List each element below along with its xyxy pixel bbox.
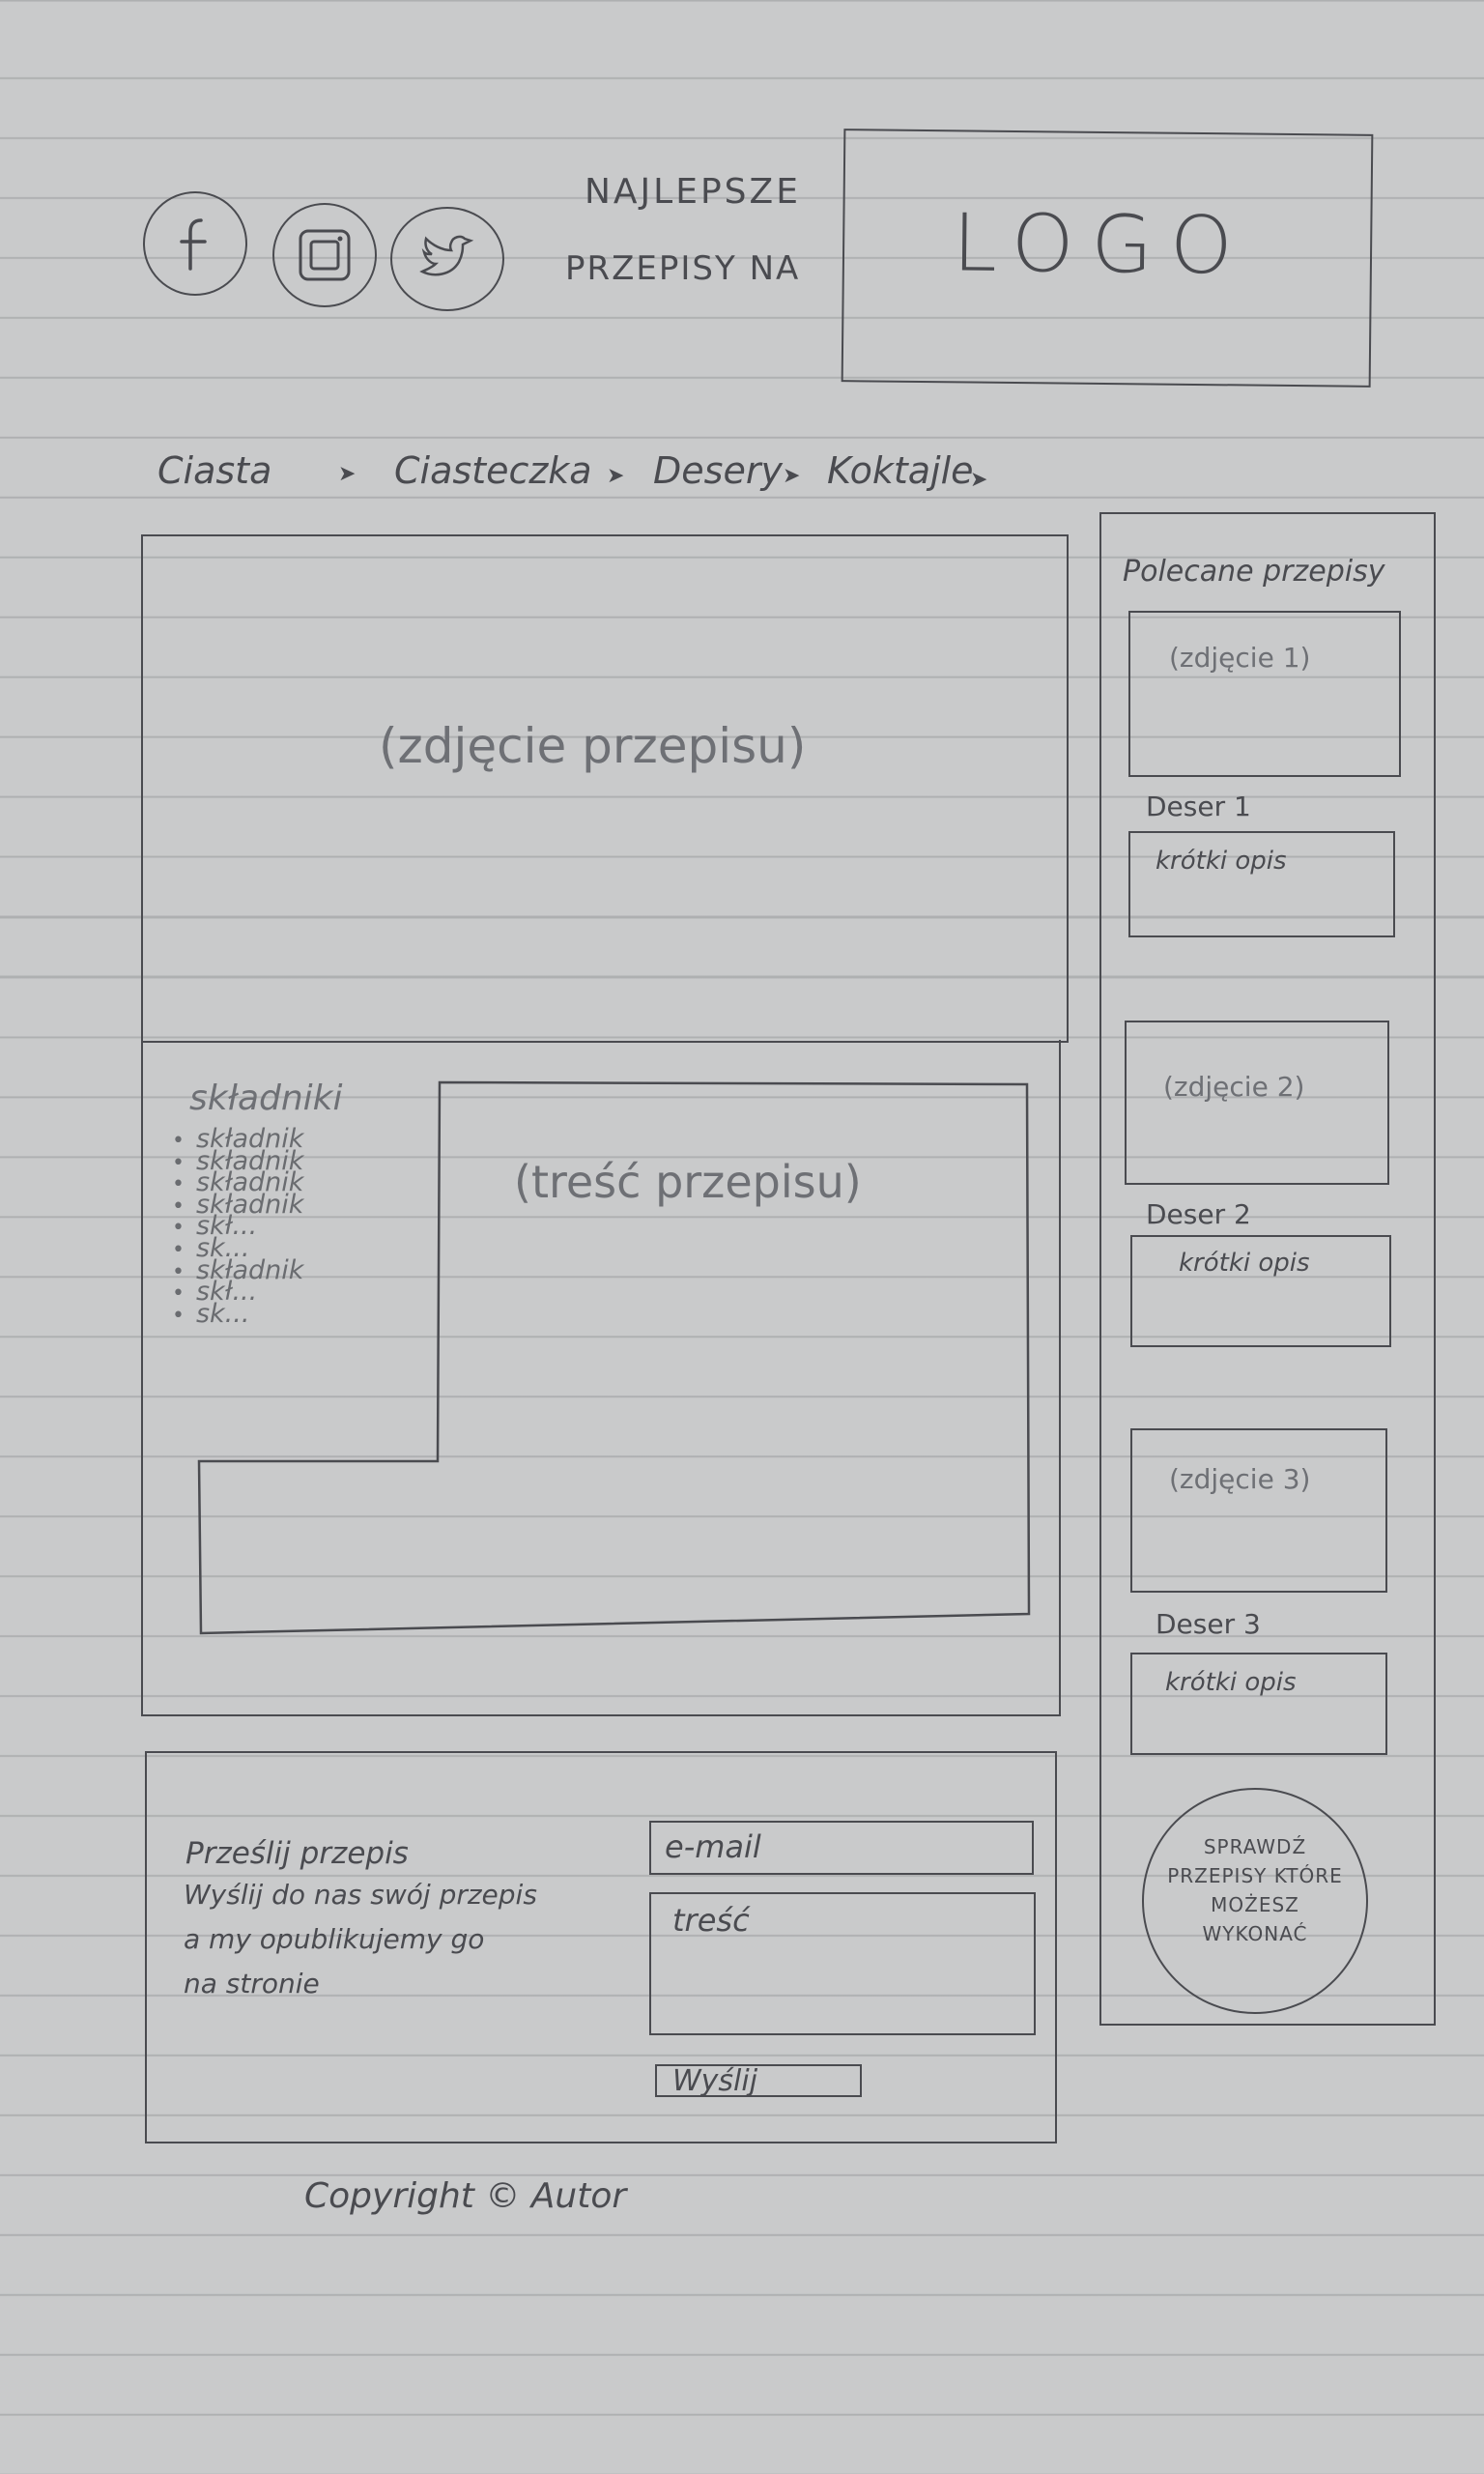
sidebar-item-name[interactable]: Deser 3 [1156, 1608, 1261, 1640]
check-recipes-cta[interactable]: SPRAWDŹ PRZEPISY KTÓRE MOŻESZ WYKONAĆ [1142, 1788, 1368, 2014]
nav-item-koktajle[interactable]: Koktajle [827, 449, 974, 492]
ingredient-item: składnik [172, 1148, 303, 1174]
recipe-content-label: (treść przepisu) [514, 1156, 862, 1208]
logo-text: LOGO [952, 197, 1251, 293]
nav-item-label: Ciasteczka [394, 449, 592, 492]
sidebar-item-image-label: (zdjęcie 3) [1169, 1463, 1311, 1495]
recipe-image-box[interactable]: (zdjęcie przepisu) [141, 534, 1069, 1043]
ingredients-title: składniki [189, 1079, 343, 1118]
sidebar-item-description-box[interactable]: krótki opis [1130, 1653, 1387, 1755]
sidebar [1099, 512, 1436, 2026]
submit-form-description-line3: na stronie [184, 1968, 320, 1999]
recipe-image-label: (zdjęcie przepisu) [379, 718, 807, 774]
nav-item-label: Ciasta [157, 449, 272, 492]
content-field-placeholder: treść [672, 1902, 750, 1939]
header-tagline-line2: PRZEPISY NA [565, 249, 801, 288]
sidebar-item-description: krótki opis [1156, 847, 1287, 876]
social-icon-facebook[interactable] [143, 191, 247, 296]
submit-form-title: Prześlij przepis [186, 1836, 409, 1871]
sidebar-item-image[interactable]: (zdjęcie 2) [1125, 1021, 1389, 1185]
nav-item-desery[interactable]: Desery [653, 449, 783, 492]
facebook-icon [180, 218, 207, 271]
submit-form-description-line1: Wyślij do nas swój przepis [184, 1879, 537, 1911]
recipe-body-box [141, 1040, 1061, 1716]
ingredient-item: sk... [172, 1301, 303, 1327]
sidebar-item-description-box[interactable]: krótki opis [1130, 1235, 1391, 1347]
recipe-content-box [197, 1080, 1031, 1635]
email-field-placeholder: e-mail [665, 1828, 761, 1865]
sidebar-item-name[interactable]: Deser 1 [1146, 791, 1251, 822]
nav-dropdown-icon[interactable]: ➤ [783, 464, 801, 488]
social-icon-instagram[interactable] [272, 203, 377, 307]
ingredient-item: składnik [172, 1126, 303, 1152]
nav-item-ciasteczka[interactable]: Ciasteczka [394, 449, 592, 492]
sidebar-item-image-label: (zdjęcie 2) [1163, 1071, 1305, 1103]
ingredient-item: składnik [172, 1192, 303, 1218]
submit-form-description-line2: a my opublikujemy go [184, 1923, 485, 1955]
email-field[interactable]: e-mail [649, 1821, 1034, 1875]
sidebar-item-image-label: (zdjęcie 1) [1169, 642, 1311, 674]
submit-button[interactable]: Wyślij [655, 2064, 862, 2098]
submit-recipe-section [145, 1751, 1057, 2143]
content-field[interactable]: treść [649, 1892, 1036, 2035]
cta-line: SPRAWDŹ [1203, 1835, 1307, 1858]
sidebar-item-image[interactable]: (zdjęcie 3) [1130, 1428, 1387, 1593]
twitter-icon [419, 235, 474, 276]
footer-copyright: Copyright © Autor [304, 2176, 627, 2216]
sidebar-item-description: krótki opis [1179, 1249, 1310, 1278]
submit-button-label: Wyślij [672, 2064, 758, 2098]
sidebar-item-description-box[interactable]: krótki opis [1128, 831, 1395, 937]
sidebar-title: Polecane przepisy [1123, 555, 1385, 589]
sidebar-item-description: krótki opis [1165, 1668, 1297, 1697]
ingredient-item: składnik [172, 1257, 303, 1283]
ingredient-item: sk... [172, 1235, 303, 1261]
nav-item-label: Koktajle [827, 449, 974, 492]
ingredient-item: składnik [172, 1169, 303, 1195]
cta-line: WYKONAĆ [1202, 1922, 1308, 1945]
ingredients-list: składnik składnik składnik składnik skł.… [172, 1126, 303, 1327]
nav-item-ciasta[interactable]: Ciasta [157, 449, 271, 492]
logo-box[interactable]: LOGO [841, 129, 1374, 388]
nav-dropdown-icon[interactable]: ➤ [338, 462, 357, 486]
nav-dropdown-icon[interactable]: ➤ [970, 468, 988, 492]
nav-item-label: Desery [653, 449, 783, 492]
nav-dropdown-icon[interactable]: ➤ [607, 464, 625, 488]
sidebar-item-name[interactable]: Deser 2 [1146, 1198, 1251, 1230]
header-tagline-line1: NAJLEPSZE [585, 172, 801, 212]
ingredient-item: skł... [172, 1279, 303, 1305]
social-icon-twitter[interactable] [390, 207, 504, 311]
cta-line: MOŻESZ [1211, 1893, 1299, 1916]
ingredient-item: skł... [172, 1214, 303, 1240]
cta-line: PRZEPISY KTÓRE [1167, 1864, 1343, 1887]
sidebar-item-image[interactable]: (zdjęcie 1) [1128, 611, 1401, 777]
instagram-icon [299, 229, 351, 281]
